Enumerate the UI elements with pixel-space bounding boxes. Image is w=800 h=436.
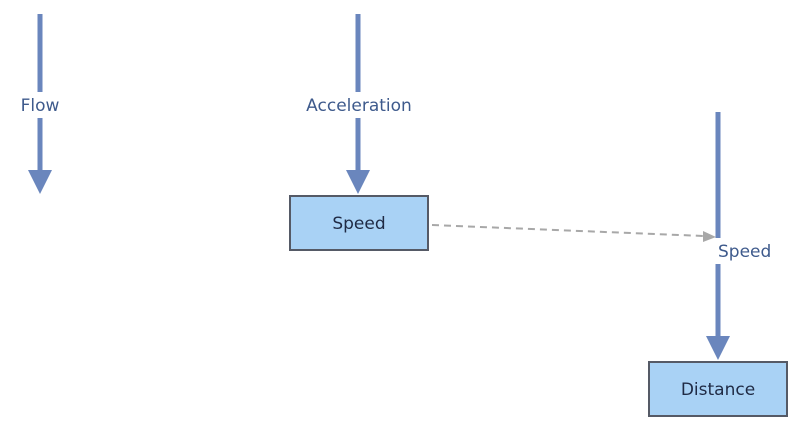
acceleration-label: Acceleration: [306, 96, 412, 116]
stock-speed-box: [289, 195, 429, 251]
dashed-link-line: [431, 224, 705, 237]
flow-arrow-head: [28, 170, 52, 194]
flow-label: Flow: [21, 96, 60, 116]
stock-distance-label: Distance: [681, 380, 755, 400]
dashed-link-head: [703, 231, 716, 242]
speed-flow-label: Speed: [718, 242, 771, 262]
flow-label-bg: [14, 92, 66, 118]
stock-distance[interactable]: Distance: [648, 361, 788, 417]
flow-arrow-acceleration[interactable]: Acceleration: [300, 14, 418, 194]
dashed-link-speed[interactable]: [431, 224, 716, 242]
flow-arrow-speed[interactable]: Speed: [706, 112, 776, 360]
stock-distance-box: [648, 361, 788, 417]
speed-flow-head: [706, 336, 730, 360]
stock-speed-label: Speed: [332, 214, 385, 234]
acceleration-label-bg: [300, 92, 418, 118]
speed-flow-label-bg: [714, 238, 776, 264]
flow-arrow-flow[interactable]: Flow: [14, 14, 66, 194]
stock-speed[interactable]: Speed: [289, 195, 429, 251]
acceleration-arrow-head: [346, 170, 370, 194]
